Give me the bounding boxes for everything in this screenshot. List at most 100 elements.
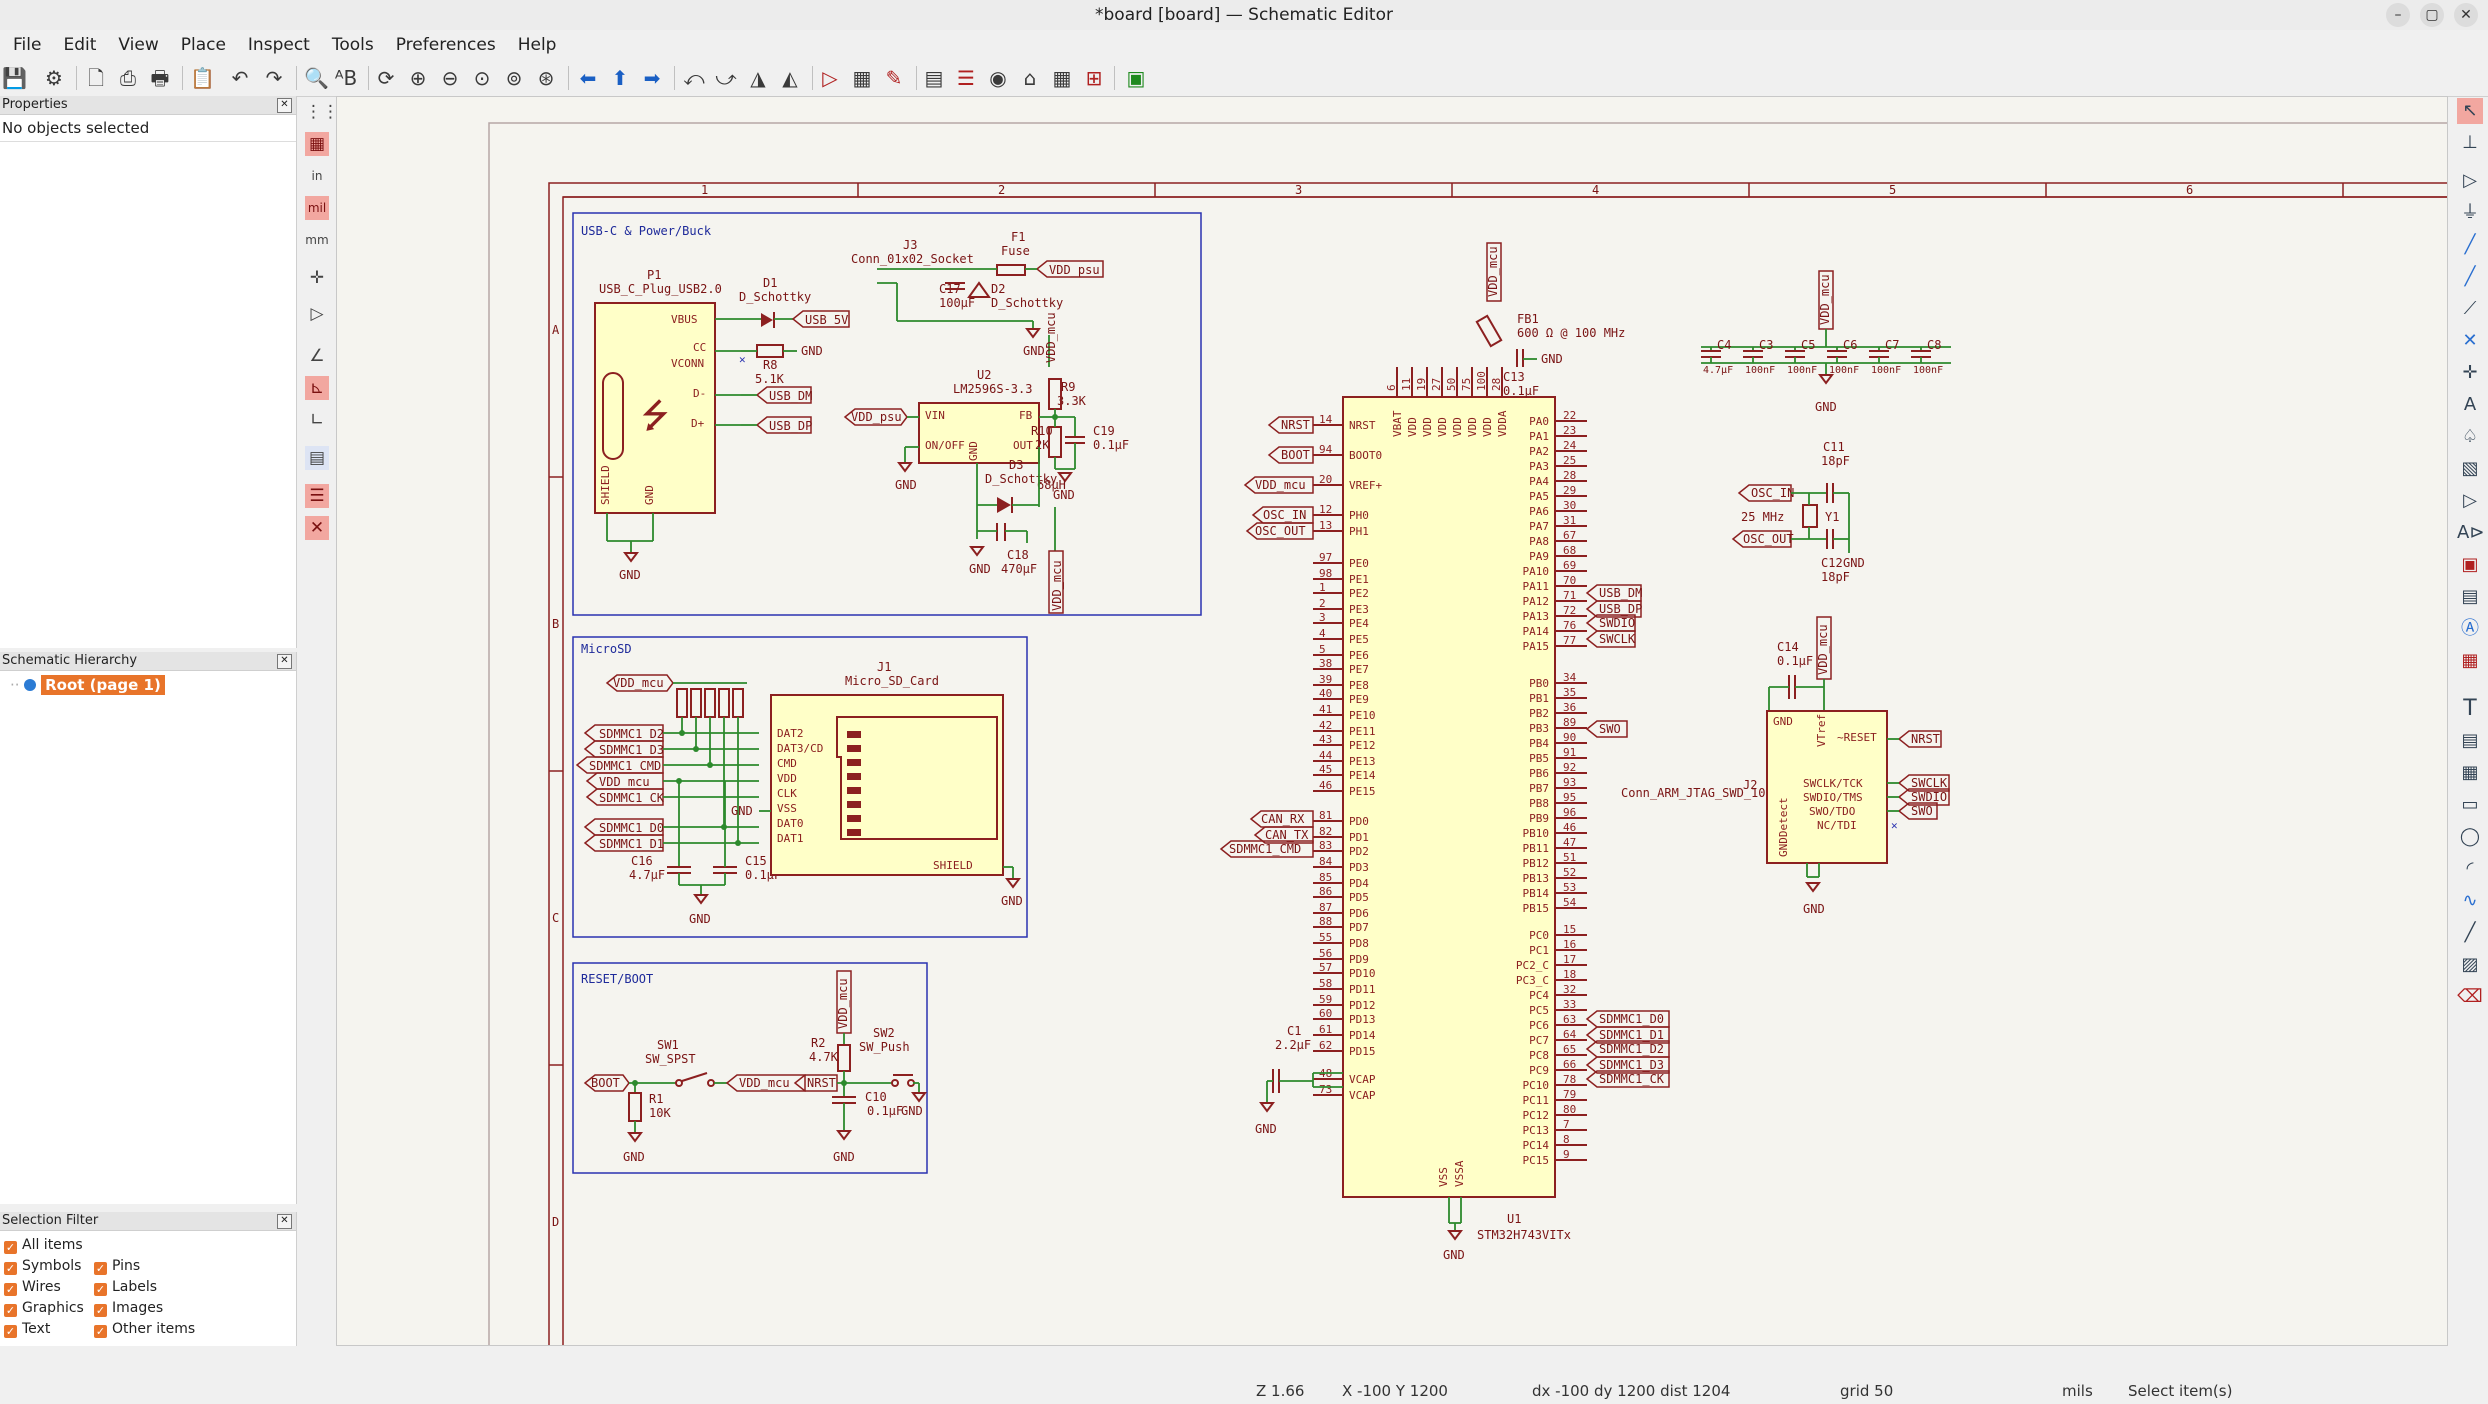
add-wire-icon[interactable]: ╱ xyxy=(2464,234,2476,255)
filter-all-items[interactable]: ✓All items xyxy=(4,1237,83,1254)
menu-preferences[interactable]: Preferences xyxy=(395,35,496,55)
image-icon[interactable]: ▨ xyxy=(2461,954,2479,975)
line-icon[interactable]: ╱ xyxy=(2464,922,2476,943)
no-connect-icon[interactable]: ✕ xyxy=(2462,330,2478,351)
menu-place[interactable]: Place xyxy=(180,35,226,55)
print-icon[interactable]: ⎙ xyxy=(120,66,136,90)
add-power-icon[interactable]: ⏚ xyxy=(2461,202,2479,223)
checkbox-checked-icon[interactable]: ✓ xyxy=(4,1262,17,1275)
simulator-icon[interactable]: ◉ xyxy=(989,66,1007,90)
zoom-out-icon[interactable]: ⊖ xyxy=(441,66,459,90)
bezier-icon[interactable]: ∿ xyxy=(2462,890,2478,911)
junction-icon[interactable]: ✛ xyxy=(2462,362,2478,383)
arrow-right-icon[interactable]: ➡ xyxy=(643,66,661,90)
symbol-editor-icon[interactable]: ▷ xyxy=(822,66,838,90)
add-bus-icon[interactable]: ╱ xyxy=(2464,266,2476,287)
menu-view[interactable]: View xyxy=(118,35,159,55)
units-inch-button[interactable]: in xyxy=(311,169,323,183)
menu-file[interactable]: File xyxy=(13,35,42,55)
swd-connector-j2[interactable]: C14 0.1μF VDD_mcu GND VTref ~RESET SWCLK… xyxy=(1621,616,1950,916)
hierarchy-root-item[interactable]: Root (page 1) xyxy=(41,675,165,695)
checkbox-checked-icon[interactable]: ✓ xyxy=(4,1283,17,1296)
delete-tool-icon[interactable]: ⌫ xyxy=(2457,986,2483,1007)
mirror-v-icon[interactable]: ◭ xyxy=(782,66,798,90)
checkbox-checked-icon[interactable]: ✓ xyxy=(94,1304,107,1317)
close-icon[interactable]: ✕ xyxy=(277,98,292,113)
add-text-icon[interactable]: Ⓐ xyxy=(2461,618,2479,639)
zoom-in-icon[interactable]: ⊕ xyxy=(409,66,427,90)
filter-wires[interactable]: ✓Wires xyxy=(4,1279,61,1296)
net-class-icon[interactable]: ♤ xyxy=(2461,426,2479,447)
zoom-selection-icon[interactable]: ⊛ xyxy=(537,66,555,90)
highlight-net-icon[interactable]: ⊥ xyxy=(2462,132,2478,153)
find-replace-icon[interactable]: ᴬB xyxy=(334,66,358,90)
menu-inspect[interactable]: Inspect xyxy=(247,35,310,55)
cursor-style-icon[interactable]: ✛ xyxy=(309,268,325,288)
arrow-left-icon[interactable]: ⬅ xyxy=(579,66,597,90)
line-mode-90-icon[interactable]: ⊾ xyxy=(305,376,329,400)
schematic-canvas[interactable]: .fr { stroke:#8c2020; fill:none; stroke-… xyxy=(336,96,2448,1346)
refresh-icon[interactable]: ⟳ xyxy=(377,66,395,90)
hierarchy-toggle-icon[interactable]: ☰ xyxy=(305,484,329,508)
filter-symbols[interactable]: ✓Symbols xyxy=(4,1258,82,1275)
rotate-ccw-icon[interactable]: ⤺ xyxy=(683,66,705,90)
annotate-icon[interactable]: ✎ xyxy=(885,66,903,90)
select-arrow-icon[interactable]: ↖ xyxy=(2457,98,2483,124)
vcap-capacitor-c1[interactable]: C1 2.2μF GND xyxy=(1255,1024,1343,1136)
find-icon[interactable]: 🔍 xyxy=(304,66,329,90)
fields-editor-icon[interactable]: ☰ xyxy=(957,66,975,90)
hier-label-icon[interactable]: ▷ xyxy=(2463,490,2477,511)
zoom-objects-icon[interactable]: ⊚ xyxy=(505,66,523,90)
erc-icon[interactable]: ▤ xyxy=(924,66,944,90)
page-settings-icon[interactable]: 🗋 xyxy=(87,66,105,90)
schematic-setup-icon[interactable]: ⚙ xyxy=(45,66,63,90)
assign-footprints-icon[interactable]: ⌂ xyxy=(1023,66,1037,90)
checkbox-checked-icon[interactable]: ✓ xyxy=(4,1304,17,1317)
checkbox-checked-icon[interactable]: ✓ xyxy=(94,1325,107,1338)
checkbox-checked-icon[interactable]: ✓ xyxy=(94,1262,107,1275)
netlist-icon[interactable]: ⊞ xyxy=(1085,66,1103,90)
checkbox-checked-icon[interactable]: ✓ xyxy=(4,1241,17,1254)
maximize-button[interactable]: ▢ xyxy=(2420,3,2444,27)
arc-icon[interactable]: ◜ xyxy=(2466,858,2474,879)
close-icon[interactable]: ✕ xyxy=(277,1214,292,1229)
arrow-up-icon[interactable]: ⬆ xyxy=(611,66,629,90)
microsd-block[interactable]: MicroSD VDD_mcu SDMMC1_D2 SDMMC1_D3 SDMM… xyxy=(572,636,1028,938)
menu-edit[interactable]: Edit xyxy=(63,35,97,55)
grid-overrides-icon[interactable]: ▦ xyxy=(305,132,329,156)
grid-toggle-icon[interactable]: ⋮⋮ xyxy=(305,102,339,122)
redo-icon[interactable]: ↷ xyxy=(265,66,283,90)
filter-images[interactable]: ✓Images xyxy=(94,1300,164,1317)
add-sheet-icon[interactable]: ▣ xyxy=(2461,554,2479,575)
buck-regulator-symbol[interactable] xyxy=(918,402,1040,464)
undo-icon[interactable]: ↶ xyxy=(231,66,249,90)
checkbox-checked-icon[interactable]: ✓ xyxy=(4,1325,17,1338)
table-icon[interactable]: ▦ xyxy=(2461,762,2479,783)
crystal-oscillator[interactable]: C11 18pF OSC_IN OSC_OUT 25 MHz Y1 C12 18… xyxy=(1731,440,1865,584)
show-pins-icon[interactable]: ▷ xyxy=(310,304,324,324)
close-button[interactable]: ✕ xyxy=(2454,3,2478,27)
rectangle-icon[interactable]: ▭ xyxy=(2461,794,2479,815)
usb-c-connector-symbol[interactable] xyxy=(594,302,716,514)
menu-help[interactable]: Help xyxy=(517,35,557,55)
bom-icon[interactable]: ▦ xyxy=(1052,66,1072,90)
properties-toggle-icon[interactable]: ✕ xyxy=(305,516,329,540)
net-label-icon[interactable]: A xyxy=(2463,394,2477,415)
filter-graphics[interactable]: ✓Graphics xyxy=(4,1300,84,1317)
text-tool-icon[interactable]: T xyxy=(2463,696,2477,721)
line-mode-45-icon[interactable]: ∟ xyxy=(309,410,325,430)
add-symbol-icon[interactable]: ▷ xyxy=(2463,170,2477,191)
bus-entry-icon[interactable]: ⟋ xyxy=(2463,298,2477,319)
line-mode-free-icon[interactable]: ∠ xyxy=(309,346,325,366)
zoom-fit-icon[interactable]: ⊙ xyxy=(473,66,491,90)
filter-text[interactable]: ✓Text xyxy=(4,1321,51,1338)
pcb-editor-icon[interactable]: ▣ xyxy=(1126,66,1146,90)
close-icon[interactable]: ✕ xyxy=(277,654,292,669)
sheet-pin-icon[interactable]: A⊳ xyxy=(2457,522,2485,543)
units-mm-button[interactable]: mm xyxy=(305,233,329,247)
filter-pins[interactable]: ✓Pins xyxy=(94,1258,141,1275)
power-block[interactable]: USB-C & Power/Buck P1 USB_C_Plug_USB2.0 … xyxy=(572,212,1202,616)
mirror-h-icon[interactable]: ◮ xyxy=(750,66,766,90)
plot-icon[interactable]: 🖶 xyxy=(150,66,170,90)
